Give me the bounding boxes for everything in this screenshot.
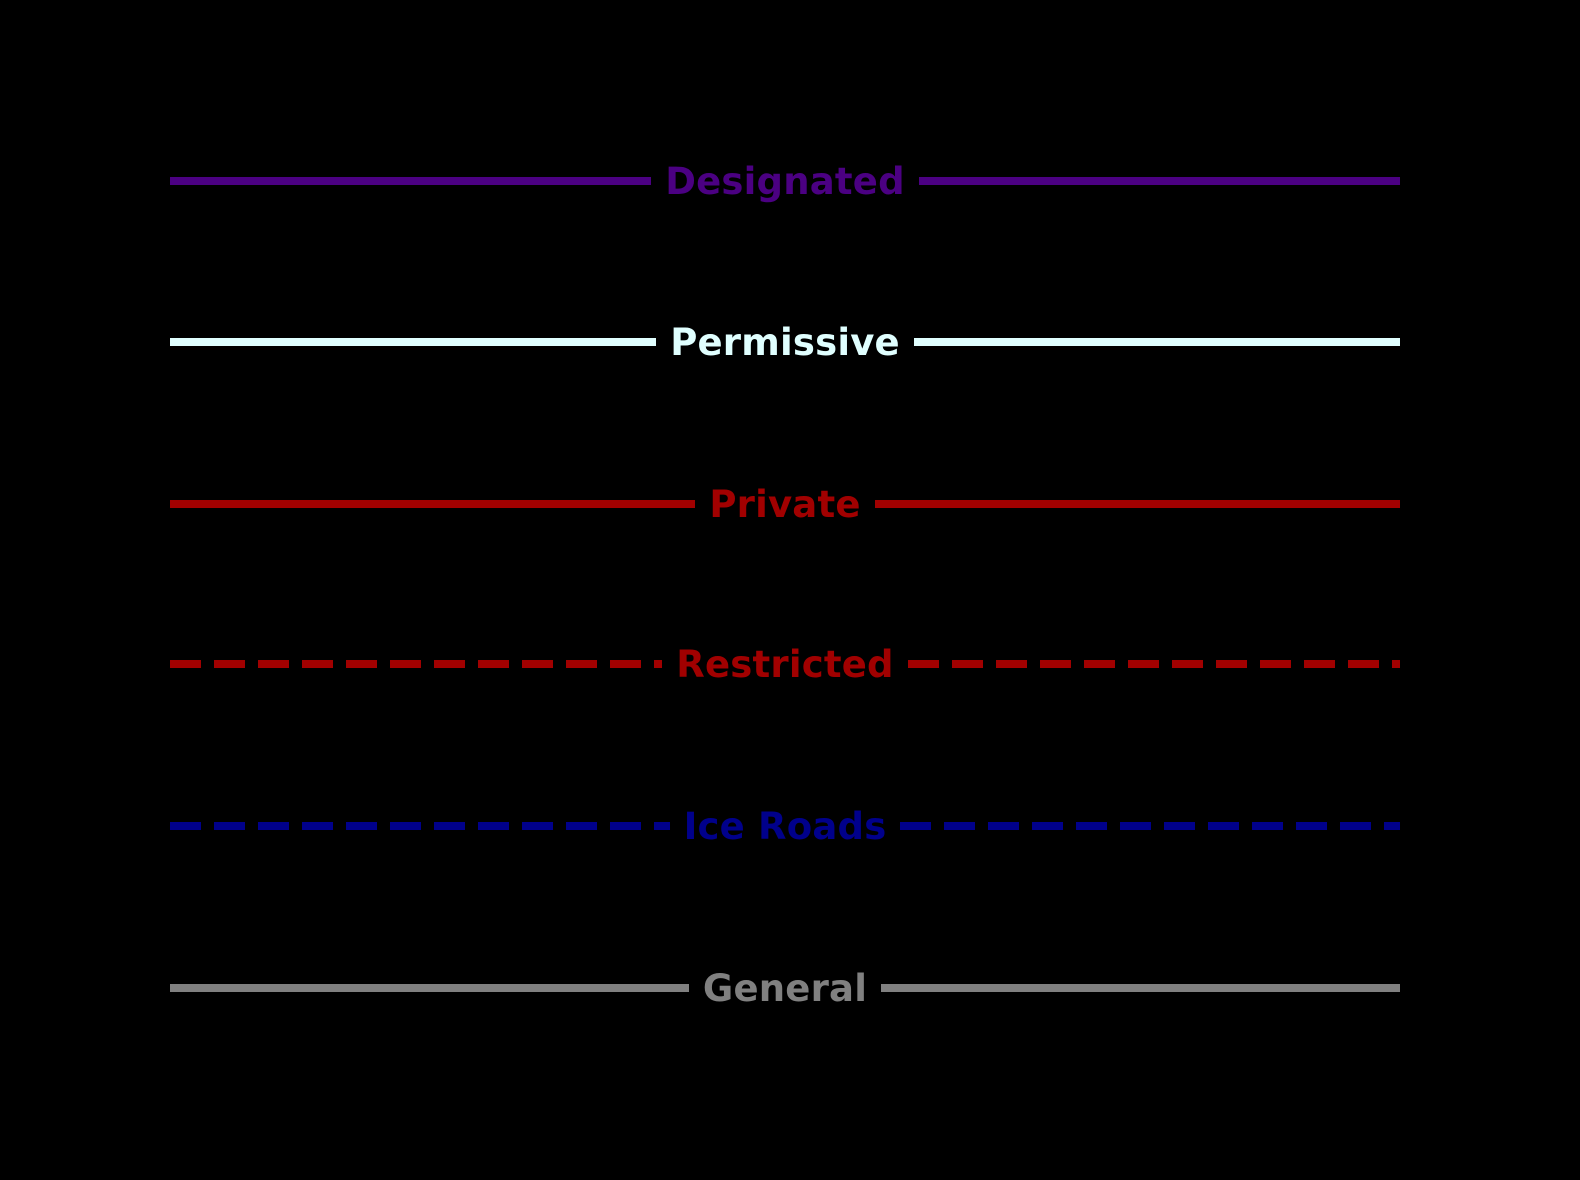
line-swatch-solid-icon-left <box>170 177 652 185</box>
legend-item-label: Designated <box>665 159 905 203</box>
line-swatch-solid-icon-left <box>170 338 657 346</box>
line-swatch-solid-icon-right <box>881 984 1401 992</box>
line-swatch-dashed-icon-right <box>907 660 1400 668</box>
legend-item-ice-roads[interactable]: Ice Roads <box>170 796 1400 856</box>
line-swatch-solid-icon-left <box>170 984 689 992</box>
legend-item-label: General <box>702 966 868 1010</box>
legend-item-general[interactable]: General <box>170 958 1401 1018</box>
line-swatch-solid-icon-right <box>913 338 1401 346</box>
line-swatch-solid-icon-right <box>874 500 1401 508</box>
line-swatch-solid-icon-right <box>918 177 1401 185</box>
legend-item-label: Private <box>709 482 861 526</box>
legend-item-permissive[interactable]: Permissive <box>170 312 1401 372</box>
legend-item-label: Ice Roads <box>683 804 887 848</box>
line-swatch-dashed-icon-right <box>900 822 1400 830</box>
legend-item-private[interactable]: Private <box>170 474 1401 534</box>
line-swatch-dashed-icon-left <box>170 660 663 668</box>
line-swatch-dashed-icon-left <box>170 822 670 830</box>
legend-item-label: Permissive <box>670 320 900 364</box>
legend-item-restricted[interactable]: Restricted <box>170 634 1400 694</box>
legend-item-label: Restricted <box>676 642 894 686</box>
line-swatch-solid-icon-left <box>170 500 696 508</box>
legend-item-designated[interactable]: Designated <box>170 151 1401 211</box>
